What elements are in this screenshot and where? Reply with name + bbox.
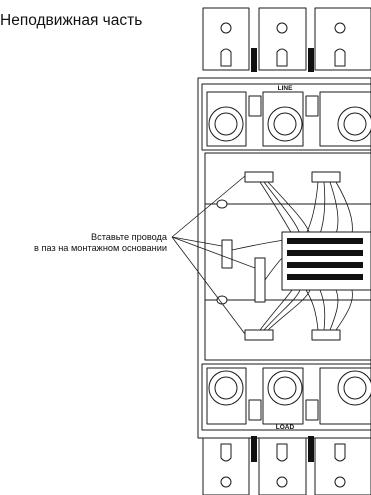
callout-line-1: Вставьте провода (90, 232, 167, 242)
load-label: LOAD (276, 424, 295, 431)
line-label: LINE (278, 85, 293, 92)
top-terminal-slots (251, 48, 314, 72)
wire-insert-callout: Вставьте провода в паз на монтажном осно… (34, 232, 167, 254)
bottom-terminal-slots (251, 436, 314, 462)
load-section (201, 363, 371, 431)
wire-bundle (231, 181, 353, 331)
callout-leaders (171, 175, 256, 335)
top-terminal-tabs (202, 7, 371, 71)
line-section (201, 83, 371, 151)
terminal-block (281, 231, 371, 291)
bottom-terminal-tabs (202, 437, 371, 495)
callout-line-2: в паз на монтажном основании (34, 243, 167, 253)
diagram-title: Неподвижная часть (0, 12, 143, 29)
